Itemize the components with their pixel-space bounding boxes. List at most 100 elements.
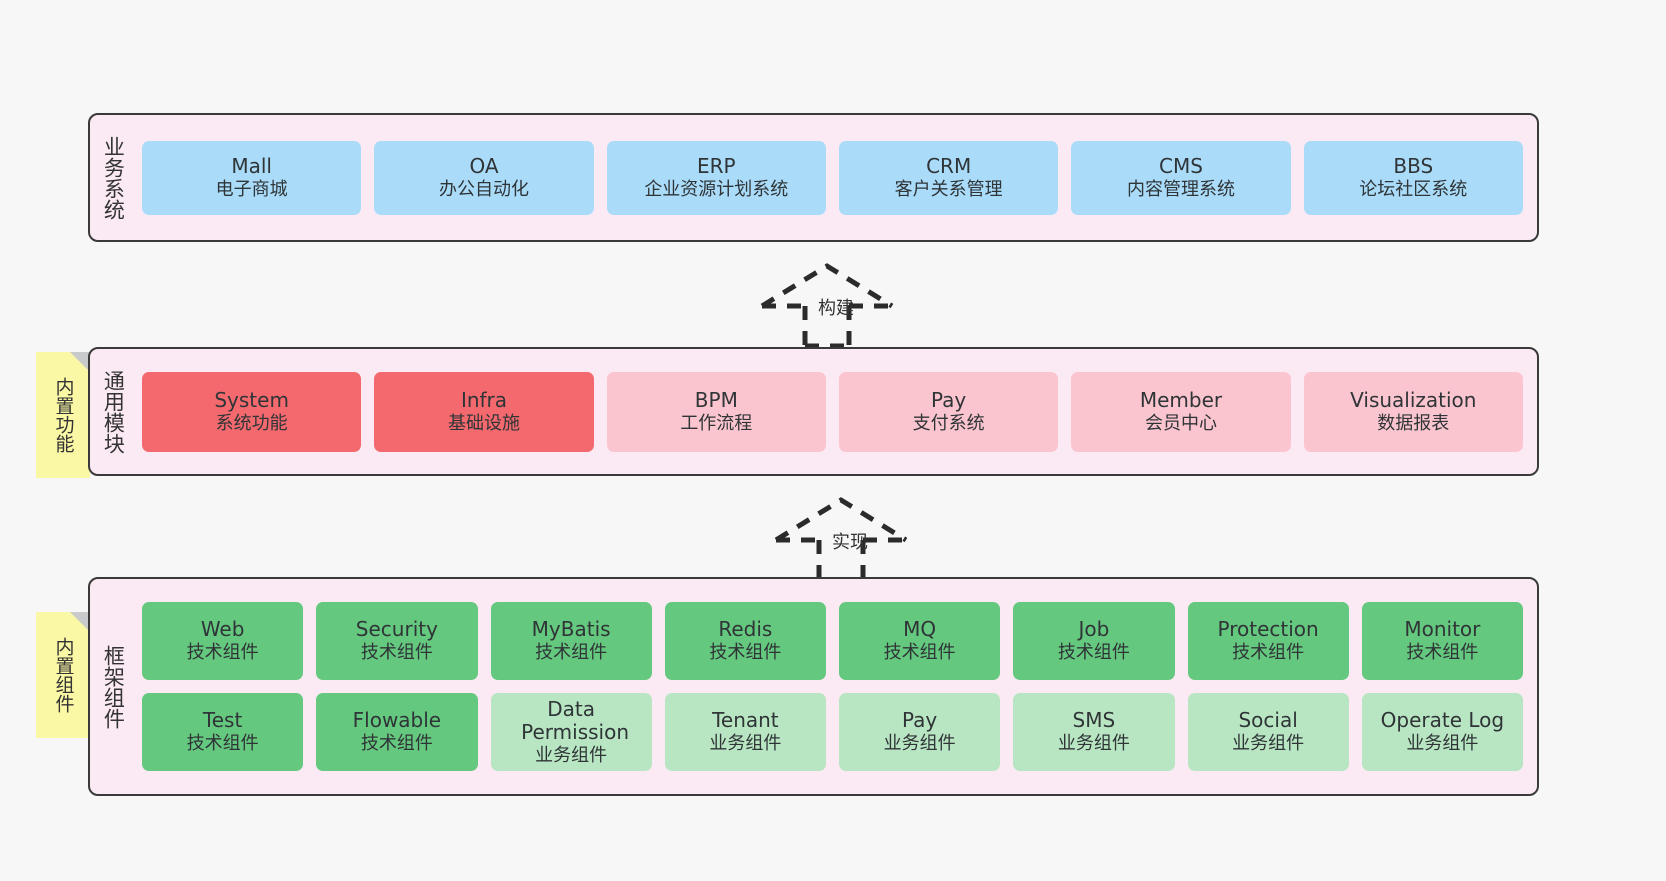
node-web-en: Web [200,617,245,642]
node-cms-en: CMS [1159,153,1203,178]
node-bbs-cn: 论坛社区系统 [1359,178,1468,200]
node-test[interactable]: Test 技术组件 [142,693,304,771]
node-erp-cn: 企业资源计划系统 [644,178,789,200]
connector-build-arrow [760,263,894,348]
node-monitor[interactable]: Monitor 技术组件 [1361,602,1523,680]
node-system[interactable]: System 系统功能 [142,371,362,452]
node-flowable-en: Flowable [352,708,442,733]
node-erp[interactable]: ERP 企业资源计划系统 [606,140,826,215]
node-bpm-en: BPM [694,387,738,412]
connector-build-label: 构建 [818,298,854,319]
node-crm[interactable]: CRM 客户关系管理 [838,140,1059,215]
node-data-permission-cn: 业务组件 [535,744,608,766]
node-bpm[interactable]: BPM 工作流程 [606,371,826,452]
layer-business-system: 业务系统 Mall 电子商城 OA 办公自动化 ERP 企业资源计划系统 CRM… [88,113,1539,242]
layer-body-business-system: Mall 电子商城 OA 办公自动化 ERP 企业资源计划系统 CRM 客户关系… [136,115,1537,240]
node-tenant[interactable]: Tenant 业务组件 [664,693,826,771]
node-protection-en: Protection [1217,617,1319,642]
node-oa-cn: 办公自动化 [438,178,529,200]
node-crm-en: CRM [926,153,972,178]
node-test-cn: 技术组件 [186,733,259,754]
node-oa-en: OA [469,153,499,178]
framework-row-technical: Web 技术组件 Security 技术组件 MyBatis 技术组件 Redi… [142,602,1523,680]
node-infra[interactable]: Infra 基础设施 [374,371,594,452]
node-member-cn: 会员中心 [1144,412,1217,434]
node-bpm-cn: 工作流程 [680,412,753,434]
node-tenant-en: Tenant [712,708,779,733]
node-pay-module-en: Pay [931,387,967,412]
node-social[interactable]: Social 业务组件 [1187,693,1349,771]
node-job-cn: 技术组件 [1057,642,1130,663]
node-infra-en: Infra [460,387,508,412]
note-builtin-function: 内置功能 [36,352,90,478]
node-mq-en: MQ [903,617,937,642]
node-job-en: Job [1078,617,1110,642]
note-fold-icon [70,612,90,632]
node-bbs-en: BBS [1393,153,1434,178]
node-web-cn: 技术组件 [186,642,259,663]
node-system-en: System [214,387,289,412]
node-mybatis-en: MyBatis [531,617,611,642]
layer-common-module: 通用模块 System 系统功能 Infra 基础设施 BPM 工作流程 Pay… [88,347,1539,476]
node-sms[interactable]: SMS 业务组件 [1013,693,1175,771]
node-data-permission[interactable]: Data Permission 业务组件 [490,693,652,771]
layer-title-common-module: 通用模块 [101,369,126,454]
node-operate-log[interactable]: Operate Log 业务组件 [1361,693,1523,771]
connector-implement-label: 实现 [832,532,868,553]
layer-title-framework-component: 框架组件 [101,644,126,729]
node-system-cn: 系统功能 [215,412,288,434]
note-builtin-component-label: 内置组件 [52,637,75,713]
node-monitor-en: Monitor [1404,617,1481,642]
node-social-cn: 业务组件 [1232,733,1305,754]
node-pay-module-cn: 支付系统 [912,412,985,434]
node-protection[interactable]: Protection 技术组件 [1187,602,1349,680]
node-mybatis[interactable]: MyBatis 技术组件 [490,602,652,680]
note-builtin-component: 内置组件 [36,612,90,738]
node-cms[interactable]: CMS 内容管理系统 [1071,140,1291,215]
node-security-en: Security [355,617,438,642]
node-sms-en: SMS [1072,708,1116,733]
node-tenant-cn: 业务组件 [709,733,782,754]
node-member[interactable]: Member 会员中心 [1071,371,1291,452]
node-bbs[interactable]: BBS 论坛社区系统 [1303,140,1523,215]
layer-title-business-system: 业务系统 [101,135,126,220]
layer-body-framework-component: Web 技术组件 Security 技术组件 MyBatis 技术组件 Redi… [136,579,1537,794]
node-flowable[interactable]: Flowable 技术组件 [316,693,478,771]
node-pay-module[interactable]: Pay 支付系统 [838,371,1059,452]
node-crm-cn: 客户关系管理 [894,178,1003,200]
node-mq[interactable]: MQ 技术组件 [839,602,1001,680]
node-flowable-cn: 技术组件 [360,733,433,754]
node-web[interactable]: Web 技术组件 [142,602,304,680]
node-pay-component[interactable]: Pay 业务组件 [839,693,1001,771]
node-mall-en: Mall [231,153,272,178]
note-builtin-function-label: 内置功能 [52,377,75,453]
node-monitor-cn: 技术组件 [1406,642,1479,663]
node-mybatis-cn: 技术组件 [535,642,608,663]
node-pay-component-en: Pay [901,708,938,733]
node-redis-en: Redis [718,617,773,642]
node-infra-cn: 基础设施 [447,412,520,434]
framework-row-business: Test 技术组件 Flowable 技术组件 Data Permission … [142,693,1523,771]
node-oa[interactable]: OA 办公自动化 [374,140,594,215]
node-erp-en: ERP [697,153,736,178]
node-sms-cn: 业务组件 [1057,733,1130,754]
node-cms-cn: 内容管理系统 [1126,178,1235,200]
node-visualization[interactable]: Visualization 数据报表 [1303,371,1523,452]
node-data-permission-en: Data Permission [521,696,629,745]
node-operate-log-cn: 业务组件 [1406,733,1479,754]
node-test-en: Test [202,708,243,733]
node-security[interactable]: Security 技术组件 [316,602,478,680]
node-redis[interactable]: Redis 技术组件 [664,602,826,680]
node-mall-cn: 电子商城 [215,178,288,200]
node-pay-component-cn: 业务组件 [883,733,956,754]
node-visualization-en: Visualization [1350,387,1477,412]
node-protection-cn: 技术组件 [1232,642,1305,663]
node-visualization-cn: 数据报表 [1377,412,1450,434]
node-mall[interactable]: Mall 电子商城 [142,140,362,215]
node-redis-cn: 技术组件 [709,642,782,663]
node-job[interactable]: Job 技术组件 [1013,602,1175,680]
node-operate-log-en: Operate Log [1380,708,1505,733]
node-member-en: Member [1139,387,1223,412]
note-fold-icon [70,352,90,372]
